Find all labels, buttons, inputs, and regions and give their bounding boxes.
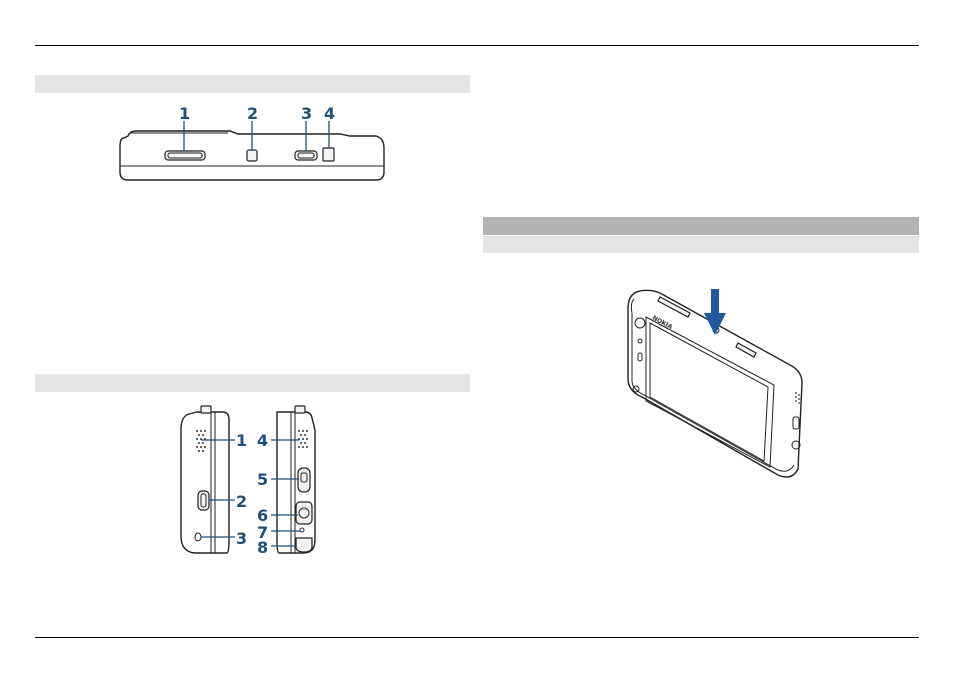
device-top-view-figure: 1 2 3 4 (110, 100, 400, 190)
lock-key (247, 150, 257, 161)
callout-number: 4 (324, 104, 335, 123)
device-perspective-figure: NOKIA (620, 283, 815, 483)
callout-number: 1 (236, 431, 247, 450)
callout-number: 3 (236, 529, 247, 548)
device-right-side (271, 406, 315, 553)
bottom-rule (35, 637, 919, 638)
indicator-light (323, 148, 334, 161)
section-header-bar-sides (35, 374, 470, 392)
section-header-bar-keys (35, 75, 470, 93)
subsection-header-bar (483, 236, 919, 253)
callout-number: 3 (301, 104, 312, 123)
volume-key (165, 151, 205, 160)
callout-number: 5 (257, 470, 268, 489)
callout-number: 1 (179, 104, 190, 123)
side-switch (298, 468, 310, 492)
callout-number: 2 (236, 492, 247, 511)
device-left-side (181, 406, 235, 553)
strap-eyelet (296, 538, 312, 552)
callout-number: 4 (257, 431, 268, 450)
side-connector (296, 502, 312, 524)
top-rule (35, 45, 919, 46)
chapter-header-bar (483, 217, 919, 235)
callout-number: 8 (257, 538, 268, 557)
device-side-views-figure: 1 2 3 4 5 6 7 8 (175, 400, 335, 560)
callout-number: 2 (247, 104, 258, 123)
